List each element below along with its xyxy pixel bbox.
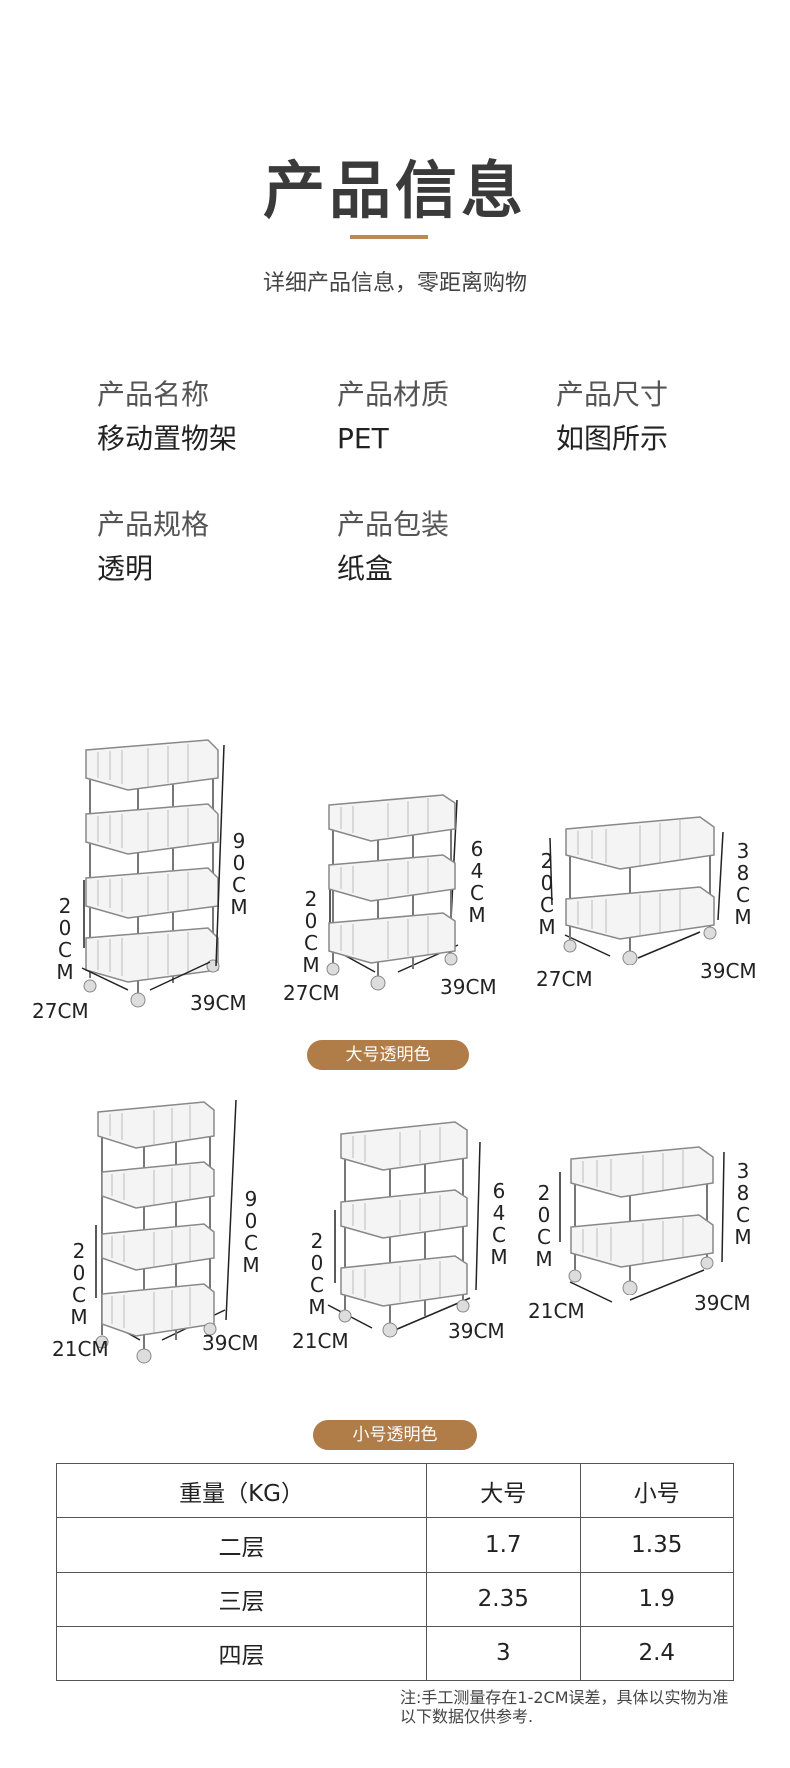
dim-depth: 21CM	[52, 1337, 109, 1361]
info-spec: 产品规格 透明	[97, 505, 317, 589]
dim-gap: 20CM	[538, 849, 556, 939]
dim-depth: 27CM	[536, 967, 593, 991]
table-cell: 2.35	[426, 1571, 581, 1627]
dim-width: 39CM	[700, 959, 757, 983]
rack-drawing	[568, 1146, 714, 1295]
note-line: 注:手工测量存在1-2CM误差，具体以实物为准	[400, 1688, 729, 1707]
info-value: 移动置物架	[97, 422, 238, 455]
dim-height: 64CM	[468, 837, 486, 927]
info-material: 产品材质 PET	[337, 375, 557, 459]
dim-height: 38CM	[734, 1159, 752, 1249]
dim-width: 39CM	[448, 1319, 505, 1343]
rack-image-large-2tier	[560, 815, 720, 965]
rack-drawing	[95, 1101, 217, 1364]
rack-image-large-3tier	[323, 793, 463, 993]
table-header-row: 重量（KG） 大号 小号	[55, 1462, 735, 1519]
dim-height: 90CM	[230, 829, 248, 919]
dim-height: 64CM	[490, 1179, 508, 1269]
dim-width: 39CM	[190, 991, 247, 1015]
table-cell: 三层	[55, 1571, 428, 1627]
info-label: 产品规格	[97, 508, 210, 541]
rack-image-small-4tier	[92, 1100, 222, 1365]
page-subtitle: 详细产品信息，零距离购物	[262, 271, 527, 296]
rack-drawing	[338, 1121, 470, 1338]
rack-drawing	[83, 739, 220, 1008]
rack-drawing	[326, 794, 458, 991]
table-cell: 1.35	[579, 1517, 735, 1573]
info-name: 产品名称 移动置物架	[97, 375, 317, 459]
badge-small-clear: 小号透明色	[313, 1420, 477, 1450]
rack-image-small-3tier	[335, 1120, 475, 1340]
note-line: 以下数据仅供参考.	[400, 1707, 534, 1726]
dim-gap: 20CM	[535, 1181, 553, 1271]
info-value: PET	[337, 422, 389, 455]
measurement-note: 注:手工测量存在1-2CM误差，具体以实物为准 以下数据仅供参考.	[400, 1688, 785, 1726]
table-cell: 3	[426, 1625, 581, 1682]
table-cell: 1.7	[426, 1517, 581, 1573]
dim-depth: 21CM	[528, 1299, 585, 1323]
dim-gap: 20CM	[308, 1229, 326, 1319]
table-row: 四层 3 2.4	[55, 1625, 735, 1682]
dim-depth: 21CM	[292, 1329, 349, 1353]
info-label: 产品名称	[97, 378, 210, 411]
info-value: 纸盒	[337, 552, 394, 585]
dim-gap: 20CM	[70, 1239, 88, 1329]
table-cell: 2.4	[579, 1625, 735, 1682]
table-row: 二层 1.7 1.35	[55, 1517, 735, 1573]
dim-width: 39CM	[694, 1291, 751, 1315]
table-header-cell: 小号	[579, 1462, 735, 1519]
badge-large-clear: 大号透明色	[307, 1040, 469, 1070]
rack-image-large-4tier	[78, 738, 228, 1018]
dim-depth: 27CM	[32, 999, 89, 1023]
weight-table: 重量（KG） 大号 小号 二层 1.7 1.35 三层 2.35 1.9 四层 …	[55, 1462, 735, 1682]
dim-depth: 27CM	[283, 981, 340, 1005]
dim-width: 39CM	[440, 975, 497, 999]
title-underline	[350, 235, 428, 239]
rack-drawing	[563, 816, 717, 965]
info-package: 产品包装 纸盒	[337, 505, 557, 589]
info-label: 产品包装	[337, 508, 450, 541]
table-cell: 二层	[55, 1517, 428, 1573]
page-title: 产品信息	[262, 154, 527, 227]
info-value: 透明	[97, 552, 154, 585]
dim-gap: 20CM	[302, 887, 320, 977]
dim-width: 39CM	[202, 1331, 259, 1355]
info-label: 产品材质	[337, 378, 450, 411]
info-size: 产品尺寸 如图所示	[556, 375, 776, 459]
dim-height: 90CM	[242, 1187, 260, 1277]
info-value: 如图所示	[556, 422, 669, 455]
table-header-cell: 大号	[426, 1462, 581, 1519]
table-cell: 四层	[55, 1625, 428, 1682]
dim-height: 38CM	[734, 839, 752, 929]
table-header-cell: 重量（KG）	[55, 1462, 428, 1519]
table-row: 三层 2.35 1.9	[55, 1571, 735, 1627]
info-label: 产品尺寸	[556, 378, 669, 411]
rack-image-small-2tier	[565, 1145, 720, 1295]
table-cell: 1.9	[579, 1571, 735, 1627]
dim-gap: 20CM	[56, 894, 74, 984]
